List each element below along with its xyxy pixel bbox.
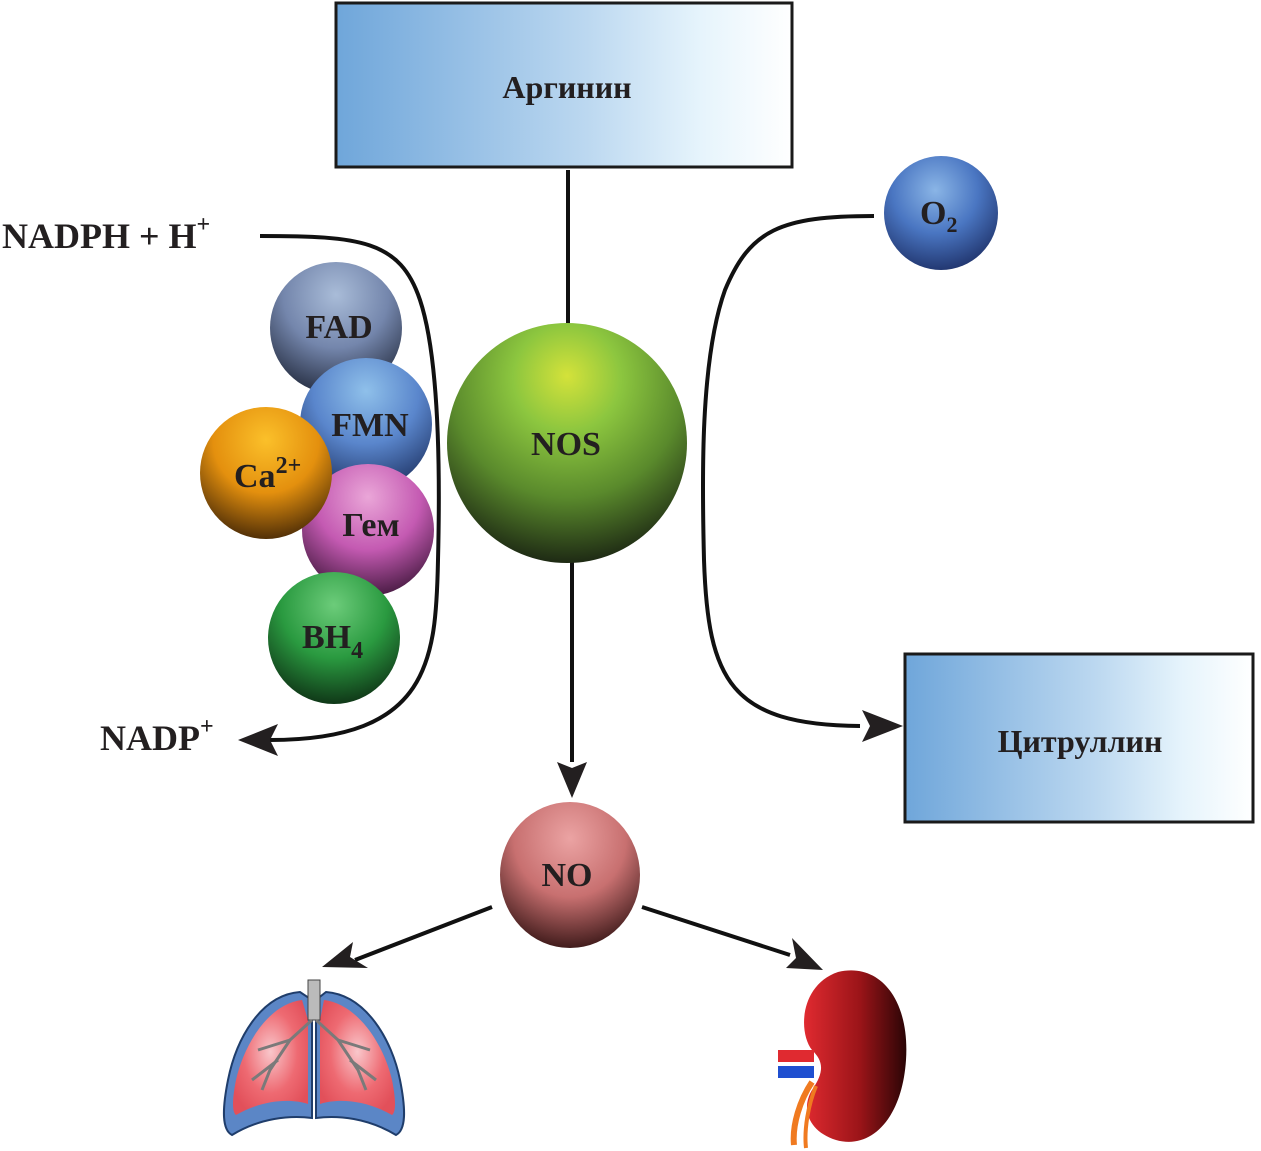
oxygen-to-citrulline-arrow [700,214,875,728]
svg-text:BH4: BH4 [302,619,363,664]
nos-enzyme: NOS [447,323,687,563]
citrulline-box: Цитруллин [903,652,1255,824]
citrulline-label: Цитруллин [998,723,1163,759]
no-to-kidney-line [641,905,791,957]
no-arrowhead [557,762,587,798]
citrulline-arrowhead [862,710,903,742]
cofactor-fmn: FMN [300,358,432,490]
svg-text:Гем: Гем [342,507,399,544]
svg-text:FMN: FMN [331,407,409,444]
cofactor-ca: Ca2+ [200,407,332,539]
no-to-lungs-line [354,905,493,962]
nadph-label: NADPH + H+ [2,212,210,256]
svg-text:O2: O2 [920,195,957,237]
nitric-oxide: NO [500,802,640,948]
kidney-icon [778,970,907,1149]
nadp-arrowhead [238,724,278,756]
nadph-to-nadp-arrow [259,234,441,742]
arginine-box: Аргинин [334,1,794,169]
svg-text:NOS: NOS [531,426,601,463]
lungs-arrowhead [322,942,368,968]
cofactor-bh4: BH4 [268,572,400,704]
lungs-icon [222,979,406,1137]
svg-text:NO: NO [542,857,593,894]
oxygen-molecule: O2 [884,156,998,270]
svg-text:Ca2+: Ca2+ [234,453,301,495]
cofactor-gem: Гем [302,464,434,596]
arginine-label: Аргинин [502,69,631,105]
kidney-arrowhead [786,938,823,970]
nadp-label: NADP+ [100,714,214,758]
svg-text:FAD: FAD [305,309,372,346]
